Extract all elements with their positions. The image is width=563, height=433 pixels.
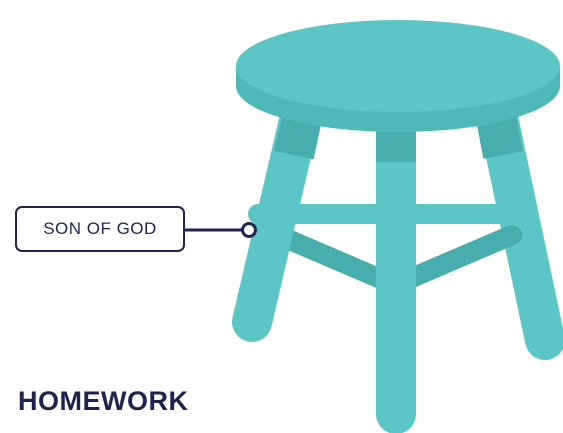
stool-seat (236, 20, 560, 132)
homework-heading: HOMEWORK (18, 386, 189, 416)
stool-left-leg (232, 88, 322, 342)
stool-middle-leg (376, 98, 416, 433)
callout-anchor-dot (241, 222, 257, 238)
callout-connector (185, 222, 257, 238)
stool-right-leg (476, 88, 563, 360)
callout-label-son-of-god: SON OF GOD (15, 206, 185, 252)
